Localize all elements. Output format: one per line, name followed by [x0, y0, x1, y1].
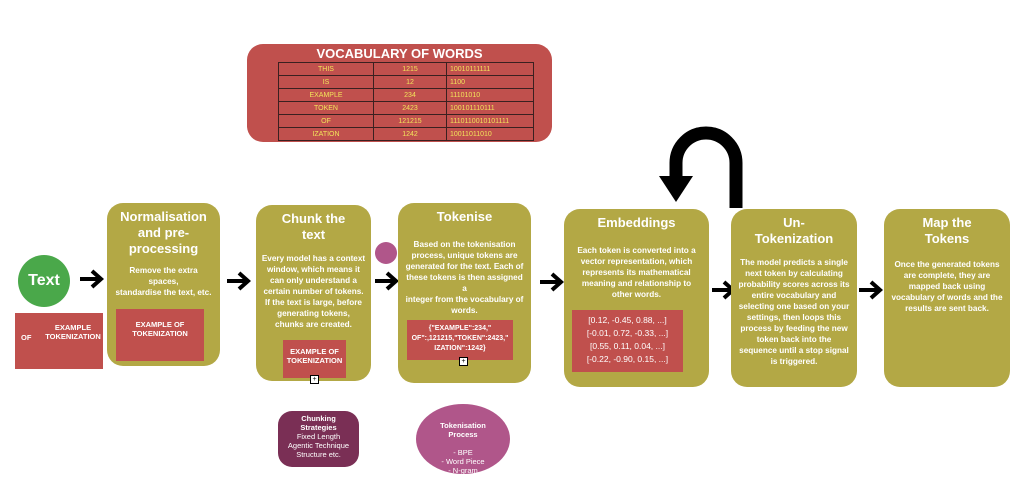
vocabulary-cell: 121215 — [373, 114, 447, 128]
loop-arrow-icon — [659, 126, 743, 208]
tokenisation-process-items: - BPE - Word Piece - N-gram — [441, 448, 485, 475]
stage-chunk: Chunk the text Every model has a context… — [256, 205, 371, 381]
flow-arrow-icon — [859, 280, 884, 300]
tokenise-example-note: {"EXAMPLE":234," OF":,121215,"TOKEN":242… — [407, 320, 513, 360]
stage-description: Remove the extra spaces, standardise the… — [115, 266, 212, 297]
stage-title: Un- Tokenization — [754, 215, 834, 246]
vocabulary-cell: TOKEN — [278, 101, 374, 115]
text-example-note: OF EXAMPLE TOKENIZATION — [15, 313, 103, 369]
vocabulary-cell: EXAMPLE — [278, 88, 374, 102]
text-note-label: EXAMPLE TOKENIZATION — [45, 323, 101, 341]
stage-title: Tokenise — [436, 209, 493, 224]
vocabulary-cell: 1110110010101111 — [446, 114, 534, 128]
vocabulary-cell: 10010111111 — [446, 62, 534, 76]
expand-icon[interactable]: + — [310, 375, 319, 384]
normalisation-example-note: EXAMPLE OF TOKENIZATION — [116, 309, 204, 361]
text-node-label: Text — [28, 272, 60, 289]
stage-description: The model predicts a single next token b… — [738, 258, 850, 366]
vocabulary-cell: 2423 — [373, 101, 447, 115]
vocabulary-cell: THIS — [278, 62, 374, 76]
stage-title: Embeddings — [597, 215, 676, 230]
flow-arrow-icon — [540, 272, 565, 292]
tokenisation-process-ellipse: Tokenisation Process - BPE - Word Piece … — [416, 404, 510, 475]
vocabulary-cell: 10011011010 — [446, 127, 534, 141]
vocabulary-cell: 1215 — [373, 62, 447, 76]
chunking-strategies-title: Chunking Strategies — [300, 414, 337, 432]
vocabulary-cell: 234 — [373, 88, 447, 102]
chunking-strategies-box: Chunking Strategies Fixed Length Agentic… — [278, 411, 359, 467]
stage-map-tokens: Map the Tokens Once the generated tokens… — [884, 209, 1010, 387]
vocabulary-cell: 100101110111 — [446, 101, 534, 115]
stage-description: Once the generated tokens are complete, … — [891, 260, 1003, 313]
vocabulary-cell: 1100 — [446, 75, 534, 89]
connector-dot — [375, 242, 397, 264]
flow-arrow-icon — [375, 271, 400, 291]
vocabulary-cell: IS — [278, 75, 374, 89]
stage-description: Based on the tokenisation process, uniqu… — [405, 240, 524, 315]
expand-icon[interactable]: + — [459, 357, 468, 366]
stage-untokenization: Un- Tokenization The model predicts a si… — [731, 209, 857, 387]
vocabulary-cell: 12 — [373, 75, 447, 89]
flow-arrow-icon — [80, 269, 105, 289]
tokenisation-process-title: Tokenisation Process — [440, 421, 486, 439]
vocabulary-cell: 1242 — [373, 127, 447, 141]
stage-title: Chunk the text — [281, 211, 346, 242]
flow-arrow-icon — [227, 271, 252, 291]
text-note-of: OF — [21, 333, 32, 342]
text-node: Text — [18, 255, 70, 307]
chunking-strategies-items: Fixed Length Agentic Technique Structure… — [287, 432, 350, 459]
chunk-example-note: EXAMPLE OF TOKENIZATION — [283, 340, 346, 378]
stage-title: Normalisation and pre- processing — [120, 209, 207, 256]
vocabulary-cell: OF — [278, 114, 374, 128]
vocabulary-cell: IZATION — [278, 127, 374, 141]
stage-title: Map the Tokens — [922, 215, 972, 246]
stage-description: Each token is converted into a vector re… — [577, 246, 696, 299]
embeddings-example-note: [0.12, -0.45, 0.88, ...] [-0.01, 0.72, -… — [572, 310, 683, 372]
vocabulary-cell: 11101010 — [446, 88, 534, 102]
stage-description: Every model has a context window, which … — [261, 254, 366, 329]
vocabulary-title: VOCABULARY OF WORDS — [316, 46, 483, 61]
